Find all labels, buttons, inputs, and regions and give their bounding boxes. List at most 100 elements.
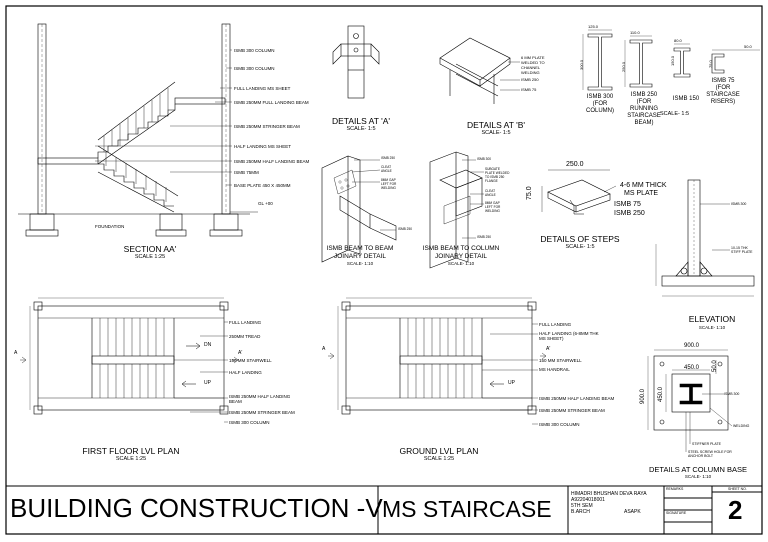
beam-to-beam-title-1: ISMB BEAM TO BEAM — [326, 245, 394, 252]
column-base-dim-5: 450.0 — [658, 386, 664, 402]
course-title: BUILDING CONSTRUCTION -V — [10, 493, 383, 523]
beam-to-column-label-6: CLEAT — [485, 189, 496, 193]
first-floor-marker-3: DN — [204, 342, 212, 348]
first-floor-label-1: FULL LANDING — [229, 320, 262, 325]
section-profiles-drawing — [582, 29, 760, 91]
first-floor-scale: SCALE 1:25 — [115, 456, 147, 462]
steps-label-2: MS PLATE — [624, 190, 659, 197]
beam-to-column-label-1: ISMB 300 — [477, 157, 491, 161]
elevation-label-1: ISMB 300 — [731, 202, 747, 206]
beam-to-beam-label-3: ANGLE — [381, 169, 392, 173]
steps-label-4: ISMB 250 — [614, 210, 645, 217]
column-base-label-1: ISMB 300 — [724, 392, 740, 396]
section-aa-title-text: SECTION AA' — [123, 244, 177, 254]
detail-b-label-3: CHANNEL — [521, 65, 541, 70]
beam-to-beam-label-7: ISMB 250 — [398, 227, 412, 231]
column-base-dim-3: 50.0 — [712, 360, 718, 372]
ground-label-8: ISMB 300 COLUMN — [539, 422, 580, 427]
ground-label-4: 150 MM STAIRWELL — [539, 358, 582, 363]
column-base-scale: SCALE- 1:10 — [684, 474, 712, 479]
section-profile-caption-2-3: RUNNING — [630, 106, 658, 112]
section-profile-caption-4-4: RISERS) — [710, 99, 736, 105]
beam-to-beam-label-4: 8MM GAP — [381, 178, 396, 182]
first-floor-label-7: ISMB 250MM STRINGER BEAM — [229, 410, 295, 415]
section-profile-caption-2-5: BEAM) — [634, 120, 654, 126]
column-base-label-5: ANCHOR BOLT — [688, 454, 714, 458]
column-base-dim-4: 900.0 — [640, 388, 646, 404]
section-aa-scale: SCALE 1:25 — [134, 254, 166, 260]
first-floor-marker-4: UP — [204, 380, 211, 386]
steps-label-3: ISMB 75 — [614, 201, 641, 208]
beam-to-beam-label-1: ISMB 250 — [381, 156, 395, 160]
first-floor-plan-drawing — [20, 297, 239, 423]
detail-b-label-1: 6 MM PLATE — [521, 55, 545, 60]
section-profile-caption-1-2: (FOR — [592, 101, 608, 107]
beam-to-column-drawing — [429, 151, 484, 269]
elevation-title: ELEVATION SCALE- 1:10 — [672, 314, 752, 331]
section-aa-label-7: ISMB 250MM HALF LANDING BEAM — [234, 159, 310, 164]
detail-b-label-2: WELDED TO — [521, 60, 545, 65]
first-floor-label-4: HALF LANDING — [229, 370, 262, 375]
section-aa-label-4: ISMB 250MM FULL LANDING BEAM — [234, 100, 309, 105]
column-base-dim-1: 900.0 — [684, 343, 700, 349]
beam-to-column-scale: SCALE- 1:10 — [447, 261, 475, 266]
detail-b-label-4: WELDING — [521, 70, 540, 75]
column-base-title-text: DETAILS AT COLUMN BASE — [649, 465, 747, 474]
title-block-frame — [6, 485, 762, 534]
detail-a-scale: SCALE- 1:5 — [346, 126, 376, 132]
beam-to-beam-title-2: JOINARY DETAIL — [333, 252, 387, 260]
elevation-title-text: ELEVATION — [688, 314, 736, 324]
detail-b-drawing — [439, 37, 520, 104]
sheet-no-label: SHEET NO. — [728, 487, 747, 491]
beam-to-column-label-2: SUBGATE — [485, 167, 500, 171]
ground-label-1: FULL LANDING — [539, 322, 572, 327]
first-floor-label-6: BEAM — [229, 399, 242, 404]
ground-label-3: MS SHEET) — [539, 336, 564, 341]
detail-a-drawing — [332, 25, 380, 99]
ground-level-label: GL +00 — [258, 201, 273, 206]
sheet-number: 2 — [728, 495, 743, 525]
detail-b-title: DETAILS AT 'B' SCALE- 1:5 — [456, 120, 536, 137]
student-name: HIMADRI BHUSHAN DEVA RAYA — [571, 491, 647, 497]
sheet-border — [5, 5, 763, 535]
beam-to-beam-label-5: LEFT FOR — [381, 182, 397, 186]
section-aa-label-5: ISMB 250MM STRINGER BEAM — [234, 124, 300, 129]
column-base-label-2: WELDING — [733, 424, 750, 428]
first-floor-title: FIRST FLOOR LVL PLAN SCALE 1:25 — [56, 446, 206, 463]
section-aa-label-9: BASE PLATE 450 X 450MM — [234, 183, 291, 188]
elevation-drawing — [655, 179, 755, 297]
beam-to-column-label-8: 8MM GAP — [485, 201, 500, 205]
detail-b-title-text: DETAILS AT 'B' — [466, 120, 526, 130]
beam-to-column-label-10: WELDING — [485, 209, 500, 213]
detail-a-title-text: DETAILS AT 'A' — [331, 116, 391, 126]
column-base-label-3: STIFFNER PLATE — [692, 442, 721, 446]
section-profile-dim-top-3: 80.0 — [674, 38, 682, 43]
section-aa-label-2: ISMB 300 COLUMN — [234, 66, 275, 71]
beam-to-column-title-1: ISMB BEAM TO COLUMN — [422, 245, 500, 252]
student-sem: 5TH SEM — [571, 503, 593, 509]
ground-marker-3: UP — [508, 380, 515, 386]
first-floor-label-8: ISMB 300 COLUMN — [229, 420, 270, 425]
section-profile-caption-2-1: ISMB 250 — [630, 92, 658, 98]
beam-to-beam-title: ISMB BEAM TO BEAM JOINARY DETAIL SCALE- … — [318, 245, 402, 267]
elevation-label-3: STIFF PLATE — [731, 250, 753, 254]
first-floor-title-text: FIRST FLOOR LVL PLAN — [82, 446, 180, 456]
section-profile-dim-side-3: 150.0 — [670, 55, 675, 66]
section-aa-label-1: ISMB 300 COLUMN — [234, 48, 275, 53]
ground-label-5: MS HANDRAIL — [539, 367, 570, 372]
elevation-scale: SCALE- 1:10 — [698, 325, 726, 330]
steps-dim-side: 75.0 — [526, 186, 533, 200]
section-aa-label-3: FULL LANDING MS SHEET — [234, 86, 291, 91]
section-profile-dim-side-1: 300.0 — [579, 59, 584, 70]
section-profile-dim-top-2: 110.0 — [630, 30, 640, 35]
ground-label-2: HALF LANDING (6-8MM THK — [539, 331, 599, 336]
section-profile-caption-2-2: (FOR — [636, 99, 652, 105]
beam-to-beam-label-6: WELDING — [381, 186, 396, 190]
section-profile-caption-1-1: ISMB 300 — [586, 94, 614, 100]
remarks-label: REMARKS — [666, 487, 684, 491]
beam-to-column-label-4: TO ISMB 250 — [485, 175, 505, 179]
student-roll: A92204018001 — [571, 497, 605, 503]
section-profile-dim-side-2: 250.0 — [621, 61, 626, 72]
